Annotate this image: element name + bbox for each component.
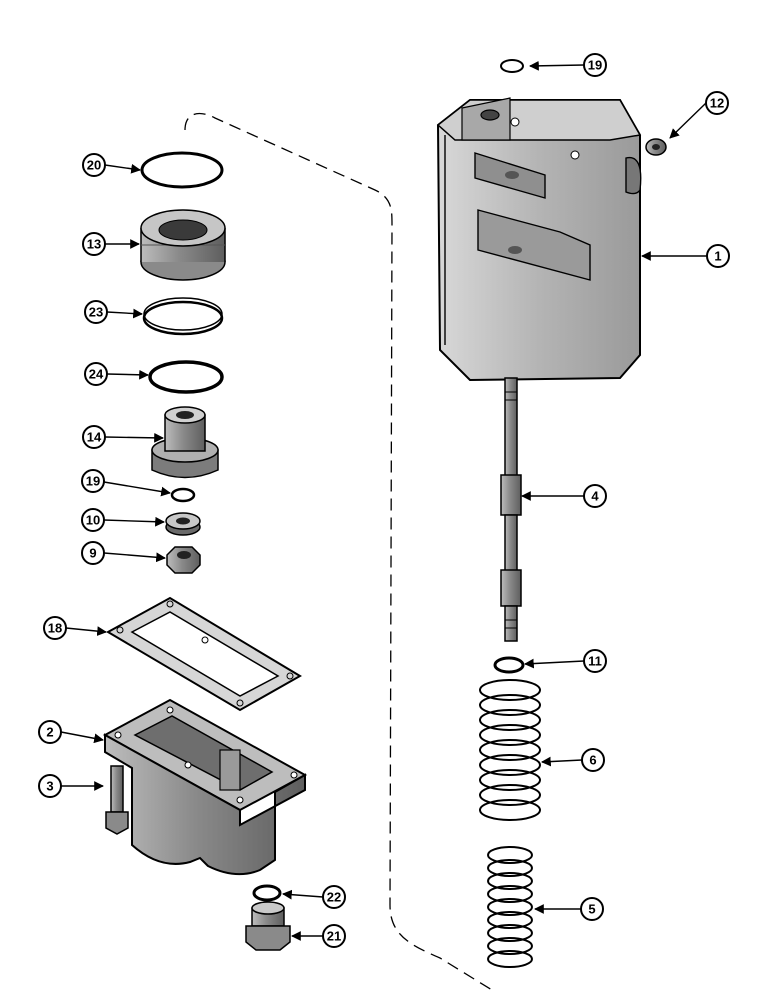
callout-22: 22 [322, 885, 346, 909]
callout-13: 13 [82, 232, 106, 256]
shaft-part [500, 377, 522, 642]
washer-part [252, 884, 282, 902]
leader-line-11 [524, 658, 585, 669]
leader-line-2 [60, 731, 104, 744]
o-ring-medium-part [148, 360, 224, 394]
leader-line-19-left [103, 481, 171, 497]
callout-label: 19 [86, 474, 100, 489]
spring-outer-part [479, 679, 541, 821]
callout-23: 23 [84, 300, 108, 324]
callout-10: 10 [81, 508, 105, 532]
leader-line-12 [669, 102, 707, 139]
callout-21: 21 [322, 924, 346, 948]
callout-4: 4 [583, 484, 607, 508]
snap-ring-part [493, 656, 525, 674]
callout-19-top: 19 [583, 53, 607, 77]
leader-line-20 [104, 163, 141, 174]
fitting-part [645, 138, 667, 156]
callout-label: 22 [327, 890, 341, 905]
callout-9: 9 [81, 541, 105, 565]
callout-19-left: 19 [81, 469, 105, 493]
gasket-part [105, 596, 302, 712]
spring-inner-part [487, 846, 533, 968]
assembly-dashed-line [184, 112, 493, 991]
leader-line-6 [541, 756, 583, 767]
leader-line-19-top [529, 60, 585, 71]
callout-label: 6 [589, 753, 596, 768]
callout-label: 12 [710, 96, 724, 111]
callout-5: 5 [580, 897, 604, 921]
nut-part [166, 546, 201, 574]
piston-part [140, 209, 226, 281]
leader-line-22 [282, 889, 324, 900]
callout-label: 2 [46, 725, 53, 740]
callout-label: 23 [89, 305, 103, 320]
callout-24: 24 [84, 362, 108, 386]
callout-3: 3 [38, 774, 62, 798]
callout-label: 10 [86, 513, 100, 528]
plug-part [245, 901, 291, 951]
cover-housing-part [102, 698, 308, 876]
callout-label: 21 [327, 929, 341, 944]
callout-11: 11 [583, 649, 607, 673]
leader-line-18 [65, 626, 107, 636]
bolt-part [105, 765, 129, 835]
retainer-part [151, 406, 219, 479]
valve-body-part [436, 97, 642, 382]
callout-label: 11 [588, 654, 602, 669]
callout-12: 12 [705, 91, 729, 115]
o-ring-small-part [170, 487, 196, 503]
callout-20: 20 [82, 153, 106, 177]
leader-line-23 [106, 308, 143, 319]
callout-label: 13 [87, 237, 101, 252]
bearing-part [165, 512, 201, 536]
callout-1: 1 [706, 244, 730, 268]
callout-label: 18 [48, 621, 62, 636]
callout-label: 5 [588, 902, 595, 917]
callout-label: 14 [87, 430, 102, 445]
leader-line-9 [103, 552, 166, 563]
leader-line-14 [104, 432, 164, 443]
callout-label: 24 [89, 367, 104, 382]
backup-ring-part [142, 297, 224, 336]
callout-2: 2 [38, 720, 62, 744]
callout-label: 9 [89, 546, 96, 561]
leader-line-10 [103, 516, 165, 527]
callout-label: 19 [588, 58, 602, 73]
o-ring-top-part [500, 59, 524, 73]
leader-line-24 [106, 369, 149, 380]
o-ring-large-part [140, 151, 224, 189]
callout-label: 4 [591, 489, 599, 504]
callout-label: 3 [46, 779, 53, 794]
callout-6: 6 [581, 748, 605, 772]
callout-label: 20 [87, 158, 101, 173]
callout-14: 14 [82, 425, 106, 449]
callout-label: 1 [714, 249, 721, 264]
callout-18: 18 [43, 616, 67, 640]
